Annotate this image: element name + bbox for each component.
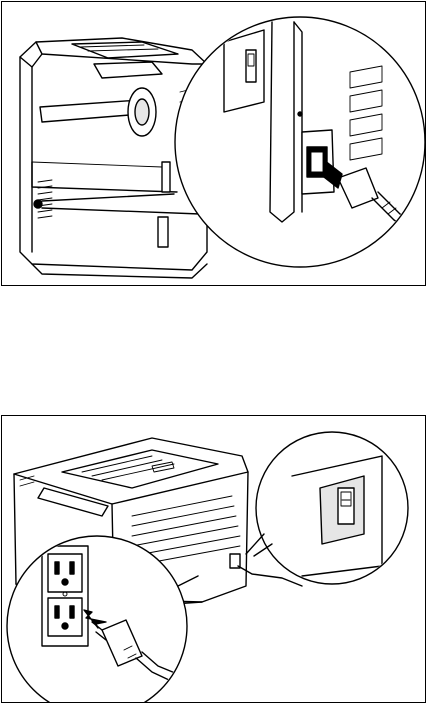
wall-outlet-illustration xyxy=(2,416,426,703)
outlet-lower-receptacle xyxy=(48,598,82,636)
card-slot xyxy=(162,162,170,192)
zoom-circle-power-inlet xyxy=(175,17,426,267)
power-inlet-marker xyxy=(34,200,42,208)
lower-slot xyxy=(158,217,168,247)
printer-power-inlet-illustration xyxy=(2,2,426,286)
power-cord-to-outlet-panel xyxy=(1,415,426,703)
outlet-upper-receptacle xyxy=(48,554,82,592)
power-cord-to-printer-panel xyxy=(1,1,426,286)
zoom-circle-power-switch xyxy=(246,432,408,584)
